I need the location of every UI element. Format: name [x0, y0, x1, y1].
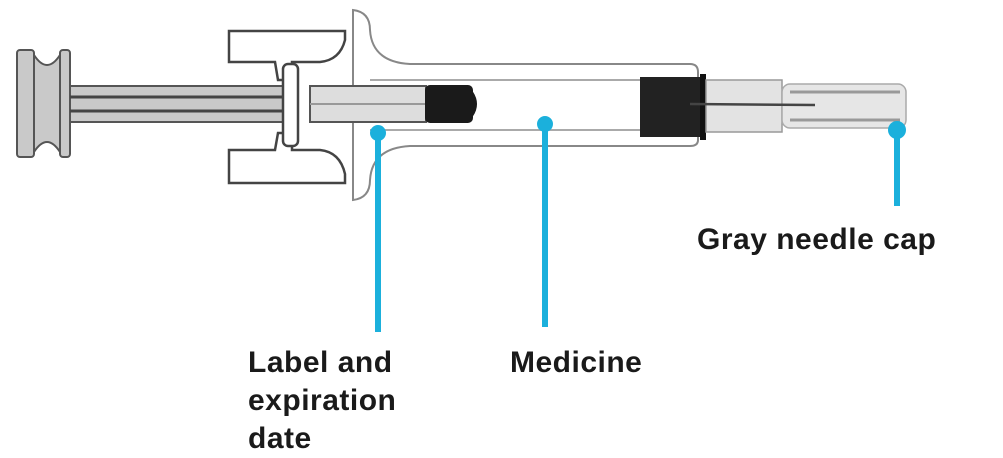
label-medicine: Medicine	[510, 346, 643, 379]
plunger-stopper-disc	[281, 62, 300, 148]
needle	[689, 102, 816, 107]
callout-dot-medicine	[537, 116, 553, 132]
finger-flange	[227, 29, 347, 185]
callouts	[370, 116, 906, 332]
needle-hub	[705, 79, 783, 133]
plunger	[16, 49, 293, 158]
needle-cap	[781, 83, 907, 129]
luer-hub	[640, 77, 700, 137]
plunger-thumb-pad-left	[16, 49, 35, 158]
plunger-thumb-pad-center	[33, 51, 61, 156]
label-line: expiration	[248, 384, 397, 417]
rubber-stopper	[425, 85, 473, 123]
plunger-rod	[69, 85, 293, 123]
callout-dot-needle-cap	[888, 121, 906, 139]
barrel-flange	[352, 8, 699, 202]
needle-assembly	[640, 74, 907, 140]
label-label-and-expiration: Label and expiration date	[248, 344, 396, 458]
callout-dot-label	[370, 125, 386, 141]
label-line: Label and	[248, 346, 393, 379]
label-needle-cap: Gray needle cap	[697, 223, 937, 256]
plunger-thumb-pad-right	[59, 49, 71, 158]
label-line: date	[248, 422, 312, 455]
barrel	[309, 8, 699, 202]
